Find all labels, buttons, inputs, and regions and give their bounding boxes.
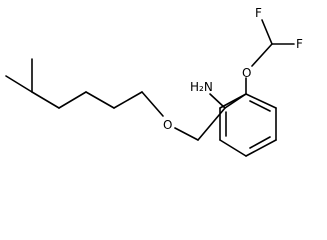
ring-bond-6 — [219, 93, 247, 109]
ring-bond-4 — [219, 139, 247, 157]
ring-double-2 — [249, 136, 271, 149]
bond-o-ch2 — [174, 127, 199, 141]
atom-label-f2: F — [296, 37, 303, 51]
bond-ch-n — [209, 93, 226, 109]
atom-labels: F F O H₂N O — [163, 6, 303, 132]
molecule-canvas: F F O H₂N O — [5, 6, 303, 157]
bonds — [5, 19, 295, 157]
atom-label-f1: F — [255, 6, 262, 20]
bond-chain-2 — [58, 91, 87, 109]
ring-bond-3 — [245, 139, 277, 157]
bond-chain-o — [141, 91, 164, 117]
bond-chain-3 — [85, 91, 115, 109]
bond-c-f1 — [261, 19, 273, 45]
bond-o-chf2 — [251, 43, 273, 67]
atom-label-o-alkyl-ether: O — [163, 118, 172, 132]
ring-double-1 — [249, 100, 271, 112]
bond-chain-1 — [31, 91, 60, 109]
ring-bond-1 — [245, 93, 277, 109]
bond-ch2-ch — [197, 107, 226, 141]
bond-chain-4 — [113, 91, 143, 109]
atom-label-amine: H₂N — [190, 80, 213, 94]
bond-methyl-a — [5, 75, 33, 93]
chemical-structure: F F O H₂N O — [5, 6, 303, 157]
atom-label-o-aryl-ether: O — [242, 66, 251, 80]
